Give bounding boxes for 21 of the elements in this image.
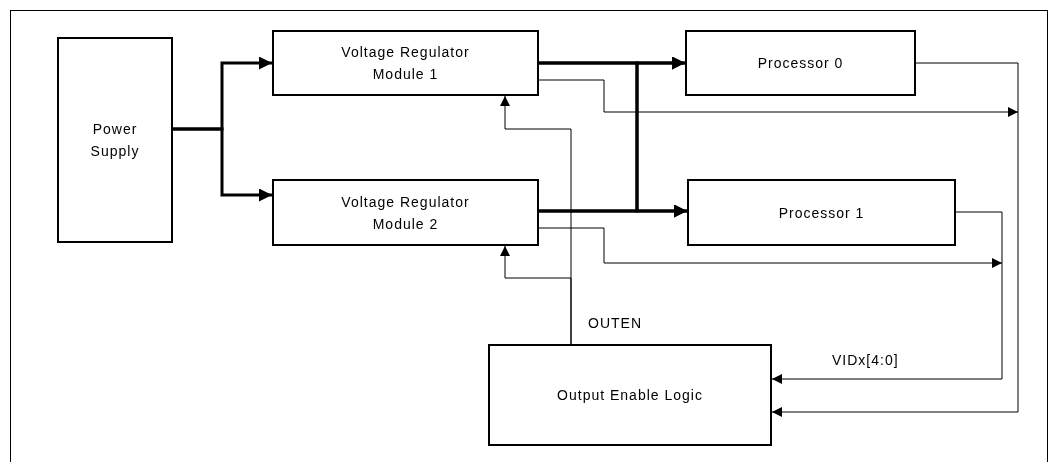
arrow (539, 204, 687, 218)
block-box (687, 179, 956, 246)
block-box (685, 30, 916, 96)
signal-label: VIDx[4:0] (832, 352, 899, 368)
arrow (771, 62, 1019, 417)
block-label: Voltage Regulator Module 2 (340, 192, 471, 234)
arrow (771, 211, 1003, 384)
block-label: Processor 1 (778, 203, 865, 223)
signal-label: OUTEN (588, 315, 642, 331)
arrow (173, 127, 272, 202)
arrow (538, 79, 1019, 117)
block-box (488, 344, 772, 446)
block-box (57, 37, 173, 243)
block-label: Processor 0 (757, 54, 844, 73)
block-label: Output Enable Logic (557, 386, 703, 405)
block-box (272, 30, 539, 96)
arrow (538, 227, 1003, 268)
block-label: Power Supply (89, 120, 141, 161)
block-label: Voltage Regulator Module 1 (340, 43, 471, 84)
arrow (500, 245, 572, 345)
block-box (272, 179, 539, 246)
